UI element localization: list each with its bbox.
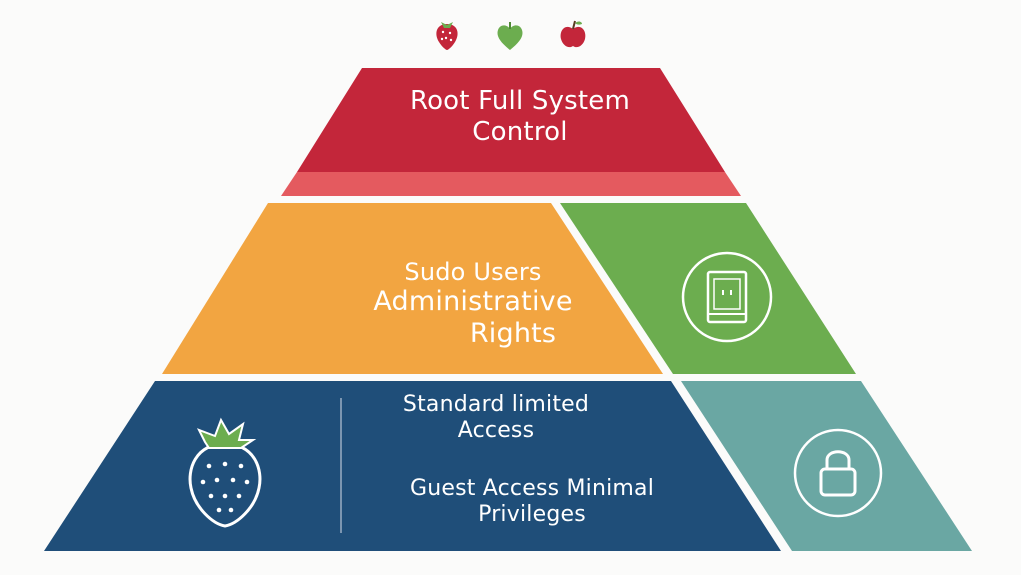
standard-tier-label: Standard limited Access bbox=[356, 392, 636, 444]
sudo-tier-line2: Administrative bbox=[373, 286, 573, 318]
guest-tier-line2: Privileges bbox=[478, 501, 586, 527]
lock-icon bbox=[793, 428, 883, 518]
sudo-tier bbox=[162, 203, 663, 374]
standard-tier bbox=[44, 381, 781, 551]
standard-tier-line2: Access bbox=[457, 417, 535, 443]
sudo-tier-line1: Sudo Users bbox=[404, 258, 542, 286]
root-tier-label: Root Full System Control bbox=[350, 86, 690, 147]
top-strawberry-icon bbox=[436, 22, 458, 50]
top-leaf-heart-icon bbox=[497, 22, 523, 50]
base-strawberry-icon bbox=[188, 417, 262, 528]
sudo-tier-line3: Rights bbox=[469, 318, 557, 350]
root-tier-line2: Control bbox=[472, 116, 568, 147]
sudo-tier-label: Sudo Users Administrative Rights bbox=[318, 258, 628, 350]
standard-tier-line1: Standard limited bbox=[402, 392, 590, 417]
root-tier-band bbox=[281, 172, 741, 196]
root-tier bbox=[297, 68, 725, 172]
server-icon bbox=[681, 251, 773, 343]
root-tier-line1: Root Full System bbox=[409, 86, 631, 116]
top-apple-icon bbox=[560, 20, 586, 48]
guest-tier-line1: Guest Access Minimal bbox=[409, 476, 655, 501]
guest-tier-label: Guest Access Minimal Privileges bbox=[372, 476, 692, 528]
